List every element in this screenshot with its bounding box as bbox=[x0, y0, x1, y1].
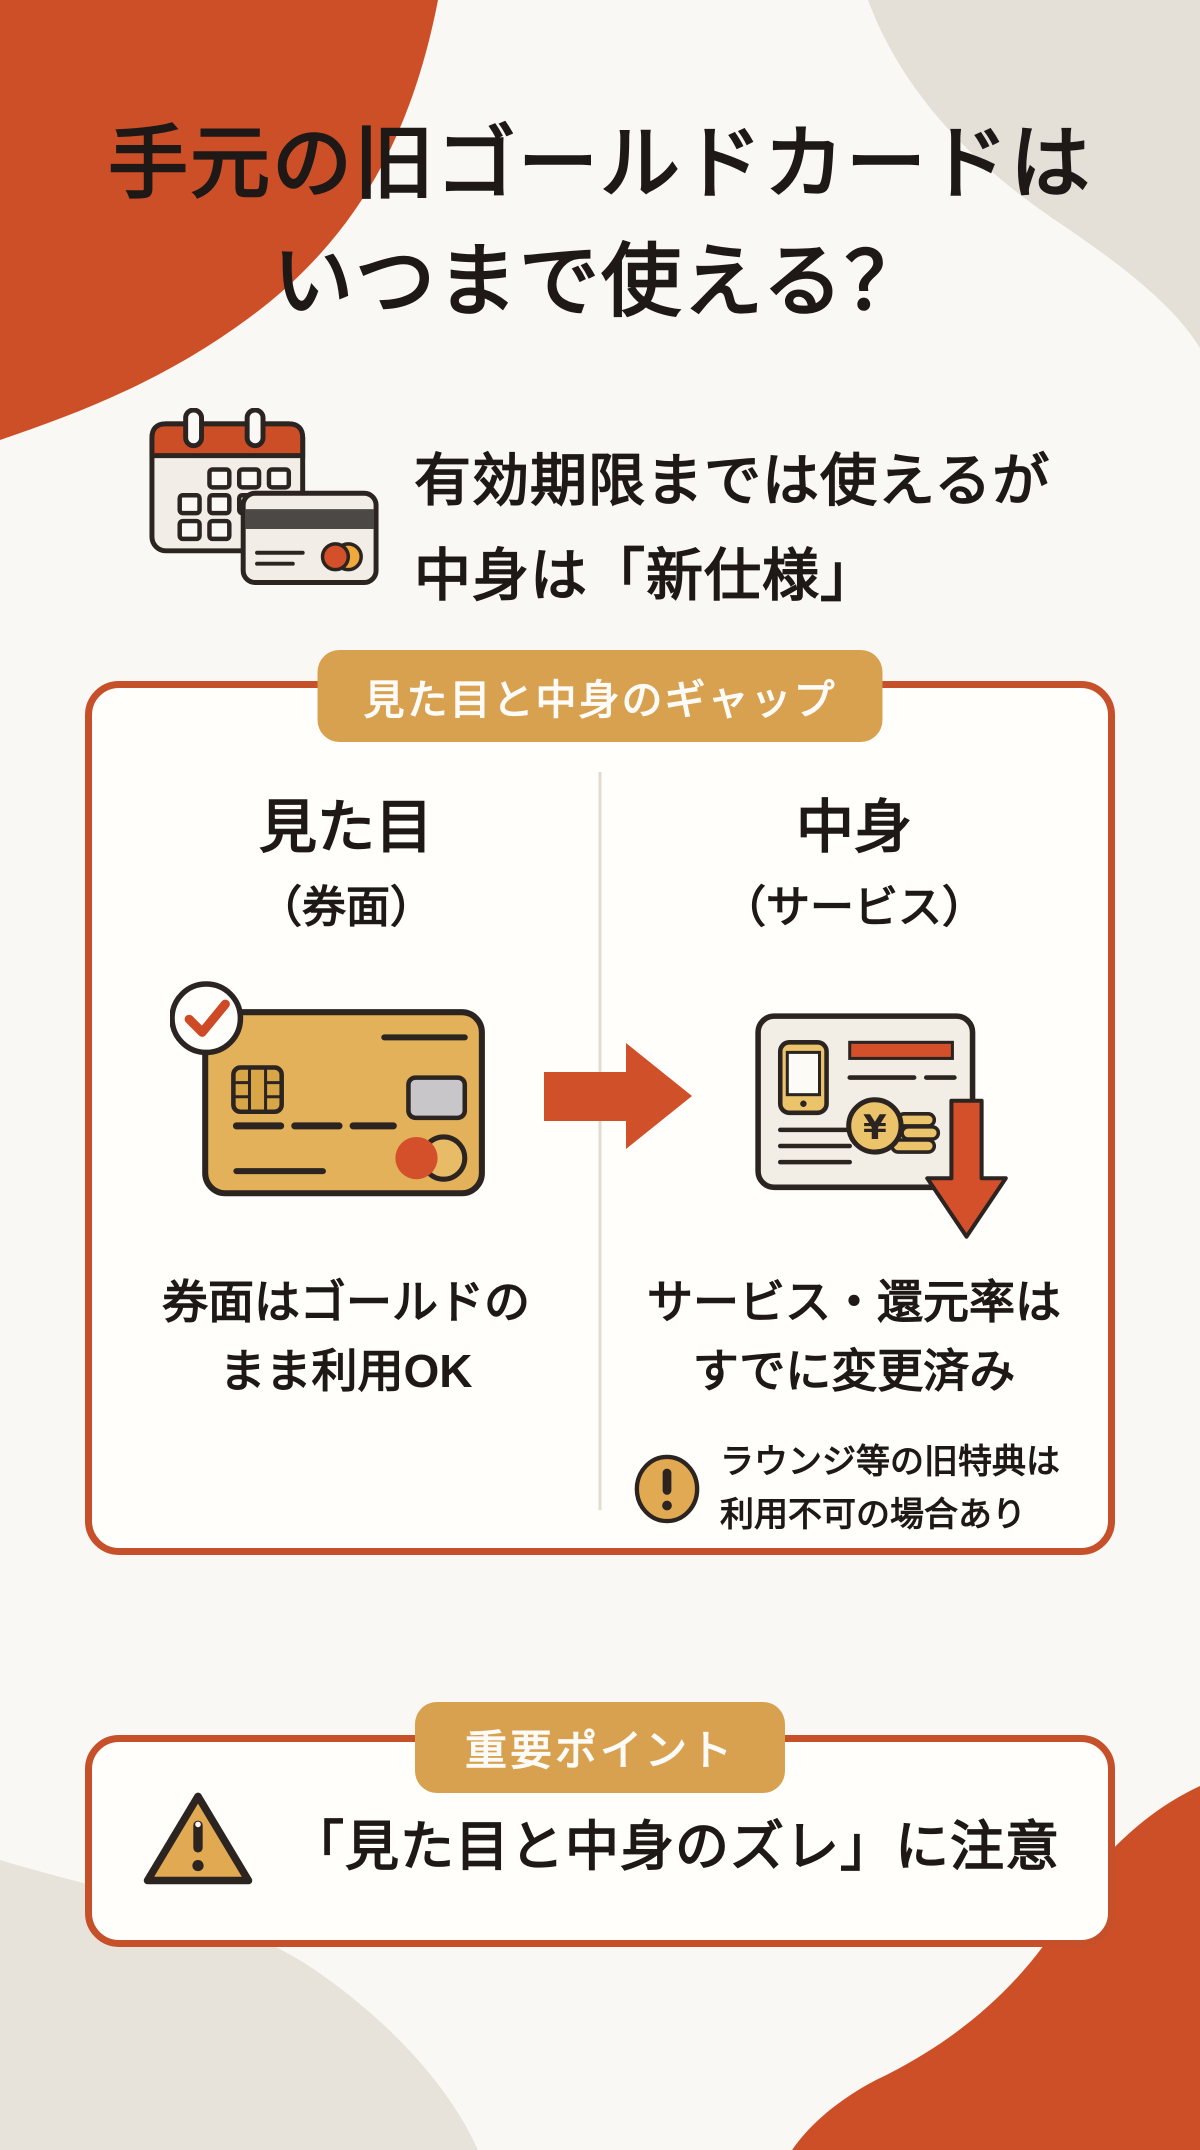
calendar-card-icon bbox=[149, 408, 379, 586]
right-arrow-icon bbox=[544, 1043, 692, 1149]
right-column-header: 中身 （サービス） bbox=[600, 795, 1108, 935]
service-downgrade-icon: ¥ bbox=[755, 1013, 1008, 1239]
right-caption-line1: サービス・還元率は bbox=[647, 1276, 1061, 1328]
page-title-line2: いつまで使える？ bbox=[273, 237, 927, 326]
right-caption: サービス・還元率は すでに変更済み bbox=[600, 1268, 1108, 1406]
page-title: 手元の旧ゴールドカードは いつまで使える？ bbox=[0, 120, 1200, 326]
gap-section-panel: 見た目と中身のギャップ 見た目 （券面） 中身 （サービス） bbox=[85, 650, 1115, 1555]
point-section-panel: 重要ポイント 「見た目と中身のズレ」に注意 bbox=[85, 1702, 1115, 1947]
left-column-header: 見た目 （券面） bbox=[92, 795, 600, 935]
lounge-note-text: ラウンジ等の旧特典は 利用不可の場合あり bbox=[720, 1436, 1060, 1541]
lounge-note: ラウンジ等の旧特典は 利用不可の場合あり bbox=[632, 1436, 1060, 1541]
intro-text: 有効期限までは使えるが 中身は「新仕様」 bbox=[414, 434, 1050, 623]
page-title-line1: 手元の旧ゴールドカードは bbox=[108, 119, 1092, 208]
left-caption: 券面はゴールドの まま利用OK bbox=[92, 1268, 600, 1406]
left-caption-line1: 券面はゴールドの bbox=[162, 1276, 530, 1328]
right-column-heading: 中身 bbox=[795, 795, 912, 860]
right-column-subheading: （サービス） bbox=[722, 882, 986, 932]
point-section-badge: 重要ポイント bbox=[414, 1702, 786, 1793]
warning-triangle-icon bbox=[143, 1792, 253, 1884]
lounge-note-line1: ラウンジ等の旧特典は bbox=[720, 1443, 1060, 1481]
gold-card-check-icon bbox=[170, 981, 485, 1197]
point-text: 「見た目と中身のズレ」に注意 bbox=[290, 1816, 1060, 1877]
intro-row: 有効期限までは使えるが 中身は「新仕様」 bbox=[146, 408, 1050, 623]
svg-text:¥: ¥ bbox=[863, 1108, 887, 1148]
alert-circle-icon bbox=[634, 1454, 700, 1523]
point-content: 「見た目と中身のズレ」に注意 bbox=[92, 1742, 1108, 1940]
left-column-subheading: （券面） bbox=[258, 882, 434, 932]
lounge-note-line2: 利用不可の場合あり bbox=[720, 1495, 1026, 1534]
blob-top-right bbox=[868, 0, 1200, 348]
blob-top-left bbox=[0, 0, 438, 440]
intro-text-line1: 有効期限までは使えるが bbox=[414, 449, 1051, 513]
column-divider bbox=[598, 772, 602, 1510]
right-caption-line2: すでに変更済み bbox=[692, 1345, 1016, 1397]
intro-text-line2: 中身は「新仕様」 bbox=[414, 543, 878, 608]
gap-section-badge: 見た目と中身のギャップ bbox=[317, 650, 883, 742]
left-caption-line2: まま利用OK bbox=[219, 1345, 473, 1397]
left-column-heading: 見た目 bbox=[258, 795, 433, 860]
